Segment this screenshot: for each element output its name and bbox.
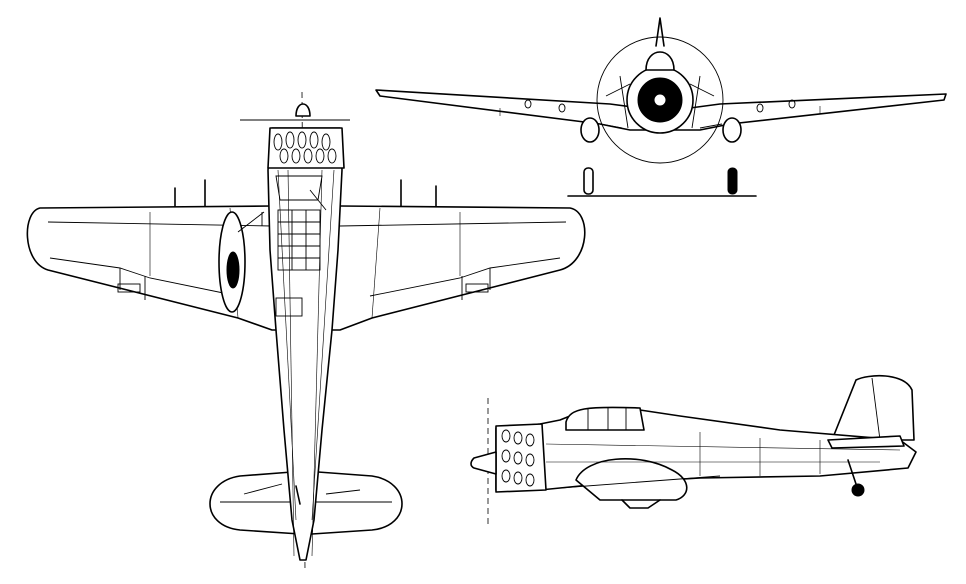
- right-trim-tab: [465, 283, 489, 293]
- landing-gear-strut: [237, 211, 265, 233]
- canopy-panels: [278, 210, 320, 270]
- left-trim-tab: [117, 283, 141, 293]
- front-fillet-left: [605, 83, 631, 97]
- side-view-tailplane: [827, 435, 905, 449]
- top-view-spinner: [295, 103, 311, 117]
- side-view-spinner: [470, 451, 497, 475]
- side-view-stringer-1: [545, 443, 901, 451]
- side-view-wheel-fairing: [575, 458, 688, 501]
- front-view-canopy: [645, 51, 675, 71]
- right-wing-spar-line: [339, 221, 567, 227]
- stringer-left: [287, 169, 295, 557]
- side-view-canopy-frames: [587, 408, 627, 430]
- side-view-wing-root: [559, 475, 721, 489]
- fuselage-hatch: [275, 297, 303, 317]
- side-view-tailwheel: [851, 483, 865, 497]
- side-view-wheel-bottom: [621, 499, 661, 509]
- front-strut-left: [619, 75, 629, 129]
- front-right-axle: [699, 123, 723, 129]
- top-view-engine-cowling: [267, 127, 345, 169]
- side-view: [470, 374, 917, 528]
- side-view-tailwheel-strut: [847, 459, 857, 485]
- side-view-cylinders: [501, 429, 535, 487]
- wing-antennas: [174, 179, 437, 207]
- front-view: [375, 17, 947, 197]
- propeller-disc: [596, 36, 724, 164]
- cowling-cylinders: [273, 131, 337, 164]
- front-view-right-strut-wheel: [727, 167, 738, 195]
- top-view: [26, 91, 586, 573]
- top-view-fuselage: [267, 127, 343, 561]
- side-view-fin: [831, 374, 915, 441]
- rudder-hinge: [871, 377, 881, 441]
- right-aileron-line: [369, 257, 561, 297]
- front-strut-right: [691, 75, 701, 129]
- left-elevator-tab: [243, 483, 283, 495]
- front-view-spinner: [653, 93, 667, 107]
- stringer-right-outer: [311, 169, 335, 521]
- stringer-left-outer: [277, 169, 297, 521]
- side-view-canopy: [565, 406, 645, 431]
- front-view-left-strut-wheel: [583, 167, 594, 195]
- front-view-right-wheel: [722, 117, 742, 143]
- right-wing-root-line: [371, 207, 381, 319]
- top-view-wheel: [226, 251, 240, 289]
- front-left-axle: [599, 123, 623, 129]
- front-fillet-right: [689, 83, 715, 97]
- tail-wheel-top: [295, 485, 301, 505]
- front-view-antenna-mast: [655, 17, 665, 47]
- left-aileron-line: [49, 257, 239, 297]
- gun-sight: [309, 189, 327, 211]
- right-elevator-tab: [325, 489, 361, 495]
- front-view-left-wheel: [580, 117, 600, 143]
- front-view-wing-details: [499, 99, 821, 116]
